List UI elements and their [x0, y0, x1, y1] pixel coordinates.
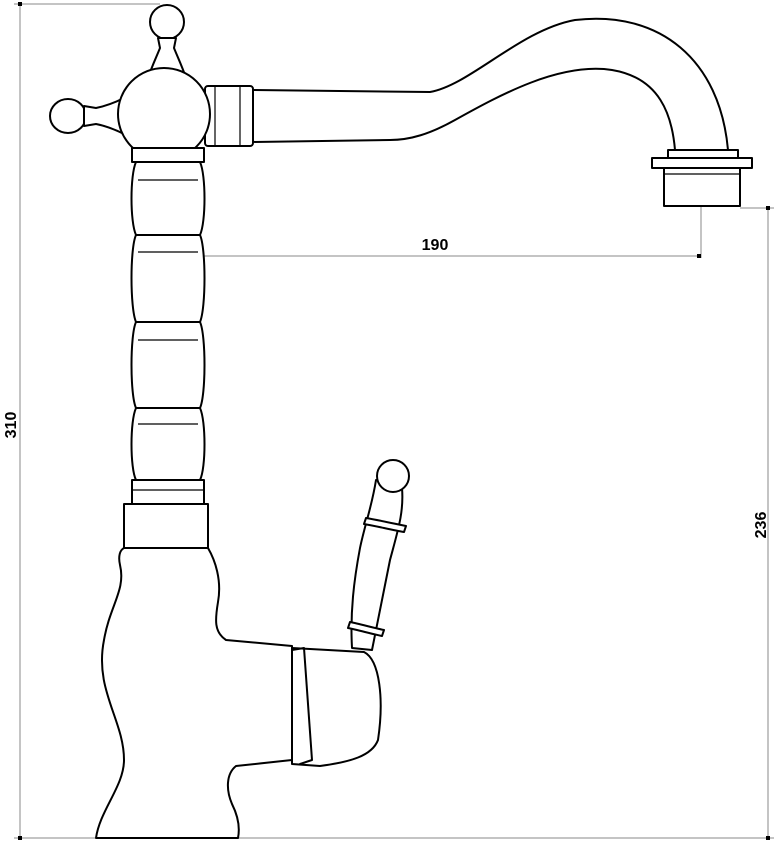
spout-height-label: 236 — [753, 512, 770, 539]
spout-collar — [667, 149, 739, 159]
spout-sleeve — [204, 85, 254, 147]
faucet-base — [95, 547, 293, 839]
spout-nozzle-ring — [651, 157, 753, 169]
lever-housing — [291, 647, 382, 767]
dimension-spout-reach: 190 — [167, 207, 702, 258]
top-cross-handle — [49, 4, 211, 161]
dimension-spout-height: 236 — [238, 206, 774, 840]
lever-knob — [376, 459, 410, 493]
spout-reach-label: 190 — [422, 237, 449, 254]
faucet-column — [123, 147, 209, 549]
dimension-total-height: 310 — [3, 2, 160, 840]
top-handle-knob — [149, 4, 185, 40]
total-height-label: 310 — [3, 412, 20, 439]
column-base-collar — [123, 503, 209, 549]
side-lever — [291, 459, 410, 767]
spout — [249, 17, 753, 207]
left-handle-knob — [49, 98, 87, 134]
spout-pipe — [249, 17, 729, 151]
handle-hub — [117, 67, 211, 161]
